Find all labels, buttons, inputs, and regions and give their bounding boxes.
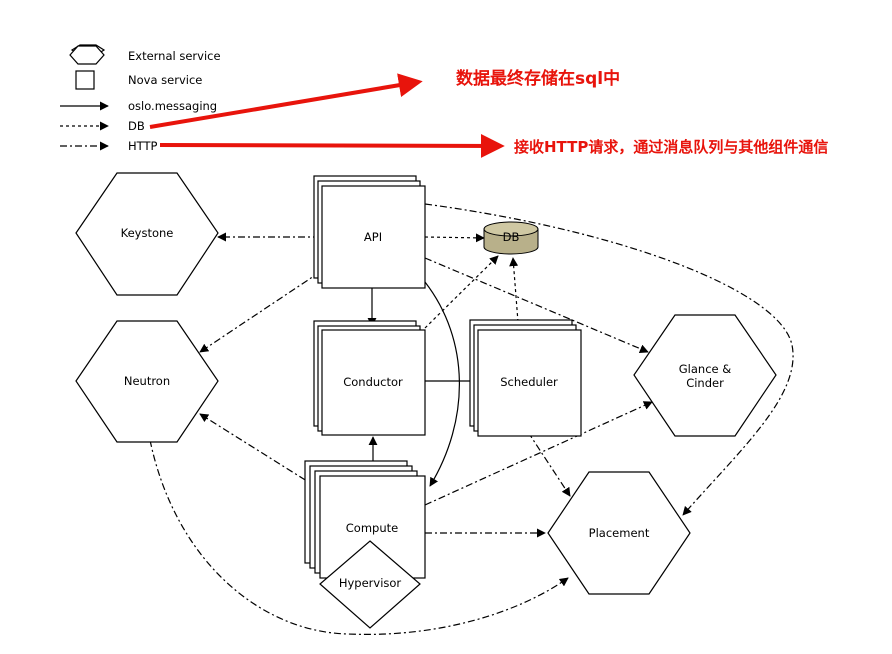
nova-service-square-icon	[75, 70, 95, 90]
api-to-compute-edge	[424, 281, 460, 487]
placement-node: Placement	[547, 471, 691, 595]
conductor-to-db-edge	[424, 255, 499, 329]
hexagon-icon-legend	[69, 45, 105, 65]
neutron-node: Neutron	[75, 320, 219, 443]
api-to-placement-edge	[424, 203, 794, 516]
legend-db: DB	[128, 119, 145, 133]
hypervisor-node: Hypervisor	[319, 540, 421, 629]
compute-to-neutron-edge	[199, 413, 319, 489]
glance-cinder-node: Glance & Cinder	[633, 314, 777, 437]
conductor-label: Conductor	[343, 375, 403, 389]
scheduler-node: Scheduler	[469, 319, 582, 437]
legend-nova-service: Nova service	[128, 73, 202, 87]
db-label: DB	[503, 230, 520, 244]
legend-messaging: oslo.messaging	[128, 99, 217, 113]
legend: External service Nova service oslo.messa…	[60, 44, 221, 153]
scheduler-to-placement-edge	[527, 431, 571, 497]
compute-label: Compute	[346, 521, 398, 535]
db-node: DB	[483, 221, 539, 255]
api-to-db-edge	[424, 233, 485, 243]
scheduler-label: Scheduler	[500, 375, 558, 389]
annotations: 数据最终存储在sql中 接收HTTP请求，通过消息队列与其他组件通信	[149, 68, 828, 158]
hypervisor-label: Hypervisor	[339, 576, 402, 590]
api-to-neutron-edge	[199, 271, 321, 353]
api-to-glance-edge	[424, 257, 649, 354]
scheduler-to-db-edge	[509, 257, 519, 323]
api-label: API	[364, 230, 382, 244]
neutron-to-placement-edge	[149, 439, 569, 636]
conductor-node: Conductor	[313, 320, 426, 436]
glance-cinder-label-line2: Cinder	[686, 376, 724, 390]
glance-cinder-label-line1: Glance &	[679, 362, 731, 376]
db-note: 数据最终存储在sql中	[456, 68, 620, 89]
api-node: API	[313, 175, 426, 289]
placement-label: Placement	[589, 526, 650, 540]
http-note-arrow	[159, 133, 505, 158]
http-note: 接收HTTP请求，通过消息队列与其他组件通信	[514, 138, 828, 156]
db-note-arrow	[149, 73, 423, 129]
compute-to-glance-edge	[424, 401, 653, 506]
keystone-node: Keystone	[75, 172, 219, 296]
keystone-label: Keystone	[121, 226, 174, 240]
legend-http: HTTP	[128, 139, 157, 153]
legend-external-service: External service	[128, 49, 221, 63]
neutron-label: Neutron	[124, 374, 170, 388]
